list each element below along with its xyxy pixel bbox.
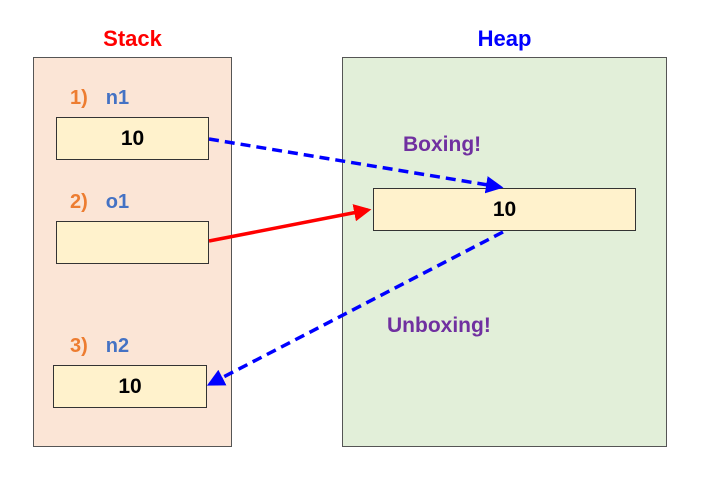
stack-cell-n2: 10 — [53, 365, 207, 408]
heap-region — [342, 57, 667, 447]
stack-cell-n1: 10 — [56, 117, 209, 160]
stack-title: Stack — [103, 26, 162, 51]
variable-index: 1) — [70, 87, 88, 109]
variable-name: n1 — [105, 87, 130, 109]
unboxing-annotation: Unboxing! — [387, 314, 491, 337]
stack-cell-o1 — [56, 221, 209, 264]
variable-label-o1: 2) o1 — [70, 191, 129, 214]
heap-title: Heap — [477, 26, 532, 51]
variable-name: n2 — [105, 335, 130, 357]
variable-label-n2: 3) n2 — [70, 335, 129, 358]
variable-label-n1: 1) n1 — [70, 87, 129, 110]
variable-index: 3) — [70, 335, 88, 357]
boxing-annotation: Boxing! — [403, 133, 482, 156]
variable-index: 2) — [70, 191, 88, 213]
variable-name: o1 — [105, 191, 130, 213]
heap-object-cell: 10 — [373, 188, 636, 231]
